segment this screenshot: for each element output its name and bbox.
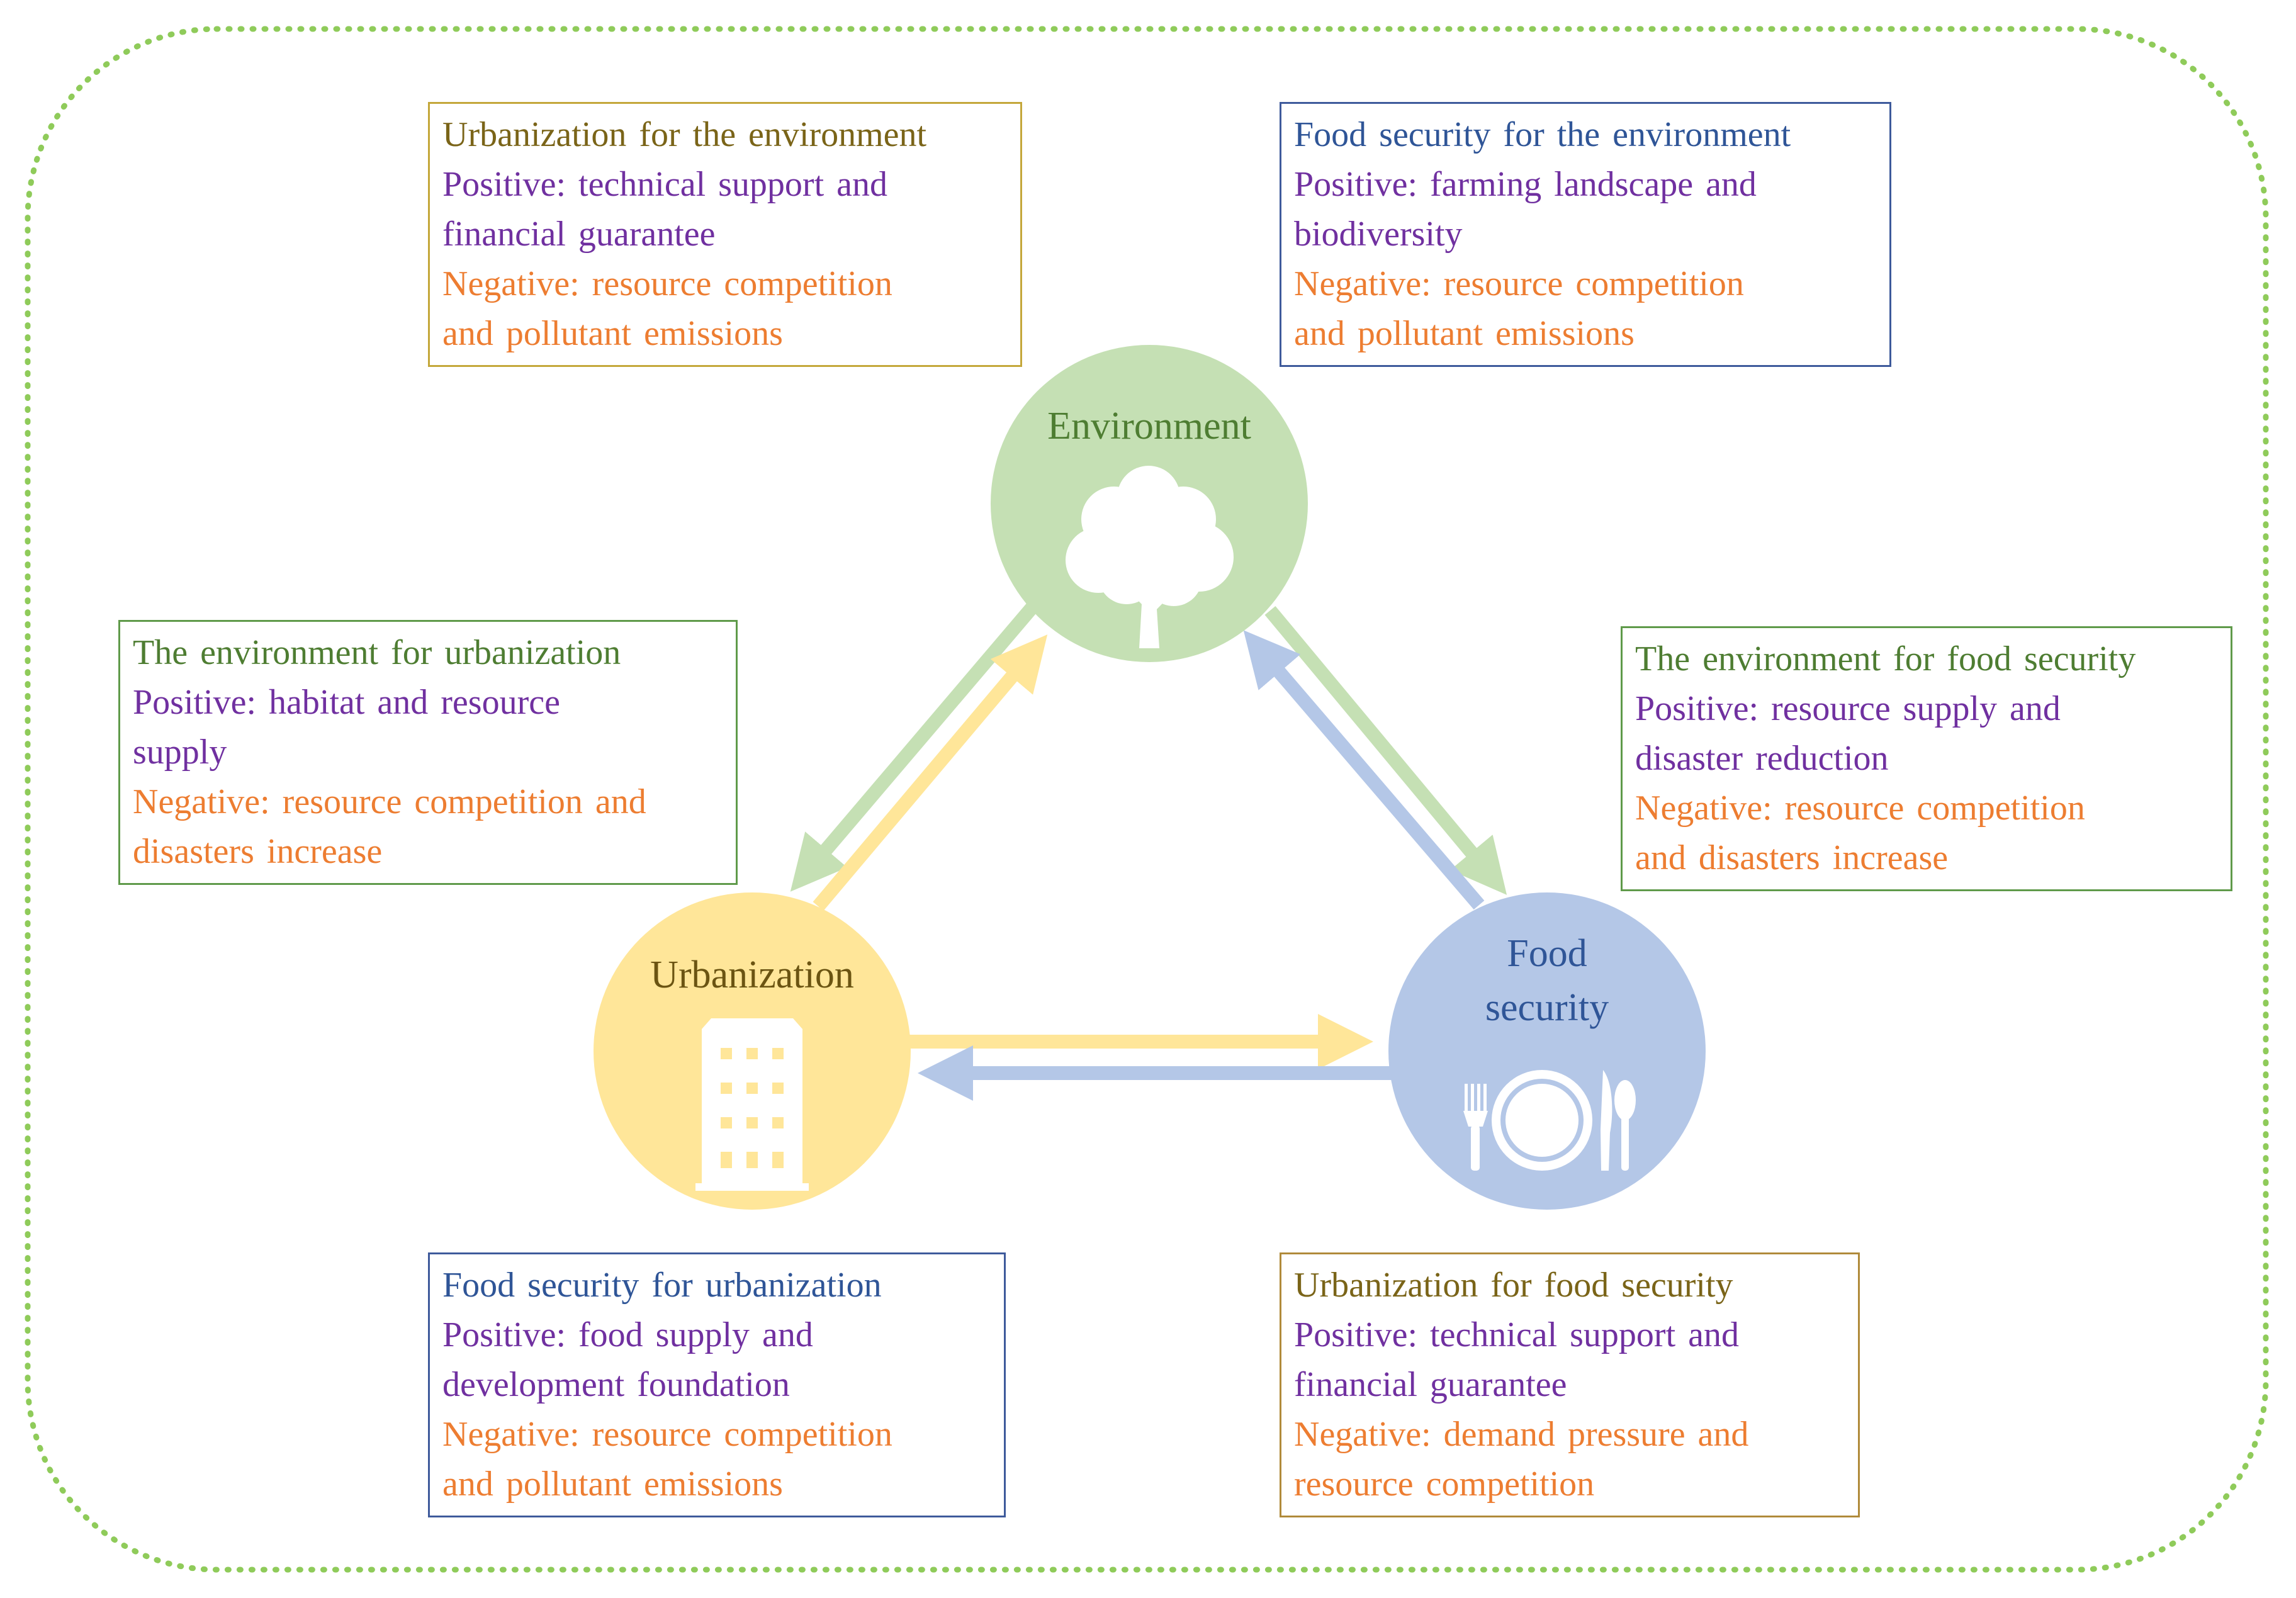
positive-line: financial guarantee [442,215,716,254]
positive-line: development foundation [442,1365,790,1404]
negative-line: and pollutant emissions [1294,314,1635,353]
positive-line: Positive: farming landscape and [1294,165,1757,204]
tree-icon [1066,466,1234,648]
dotted-frame [25,26,2269,1573]
box-title: Food security for urbanization [442,1266,882,1305]
urbanization-label: Urbanization [650,954,854,996]
food-security-label-line1: Food [1507,932,1587,975]
arrow-urb-to-env [813,634,1048,911]
negative-line: Negative: resource competition [1294,264,1744,303]
positive-line: disaster reduction [1635,739,1889,778]
plate-cutlery-icon [1463,1070,1636,1171]
environment-label: Environment [1047,405,1251,447]
box-title: Urbanization for food security [1294,1266,1733,1305]
box-urbanization-for-food-security: Urbanization for food security Positive:… [1280,1252,1860,1517]
negative-line: Negative: demand pressure and [1294,1415,1749,1454]
box-food-security-for-urbanization: Food security for urbanization Positive:… [428,1252,1006,1517]
positive-line: supply [133,733,227,772]
negative-line: disasters increase [133,832,383,871]
box-environment-for-urbanization: The environment for urbanization Positiv… [118,620,738,885]
box-food-security-for-environment: Food security for the environment Positi… [1280,102,1891,367]
negative-line: Negative: resource competition [1635,789,2085,828]
food-security-label: Food security [1390,926,1704,1035]
arrow-food-to-env [1243,630,1485,910]
negative-line: Negative: resource competition [442,264,892,303]
positive-line: Positive: habitat and resource [133,683,560,722]
negative-line: and disasters increase [1635,838,1949,877]
arrow-env-to-urb [790,602,1038,892]
box-title: The environment for urbanization [133,633,621,672]
food-security-label-line2: security [1485,986,1609,1029]
negative-line: resource competition [1294,1465,1595,1504]
negative-line: and pollutant emissions [442,314,783,353]
box-environment-for-food-security: The environment for food security Positi… [1621,626,2232,891]
box-title: Urbanization for the environment [442,115,927,154]
box-urbanization-for-environment: Urbanization for the environment Positiv… [428,102,1022,367]
negative-line: and pollutant emissions [442,1465,783,1504]
positive-line: biodiversity [1294,215,1463,254]
box-title: Food security for the environment [1294,115,1791,154]
negative-line: Negative: resource competition and [133,782,646,821]
positive-line: Positive: technical support and [1294,1315,1739,1354]
positive-line: Positive: food supply and [442,1315,813,1354]
positive-line: Positive: technical support and [442,165,887,204]
box-title: The environment for food security [1635,639,2136,678]
positive-line: Positive: resource supply and [1635,689,2061,728]
arrow-env-to-food [1264,605,1507,895]
negative-line: Negative: resource competition [442,1415,892,1454]
positive-line: financial guarantee [1294,1365,1567,1404]
building-icon [695,1018,809,1191]
